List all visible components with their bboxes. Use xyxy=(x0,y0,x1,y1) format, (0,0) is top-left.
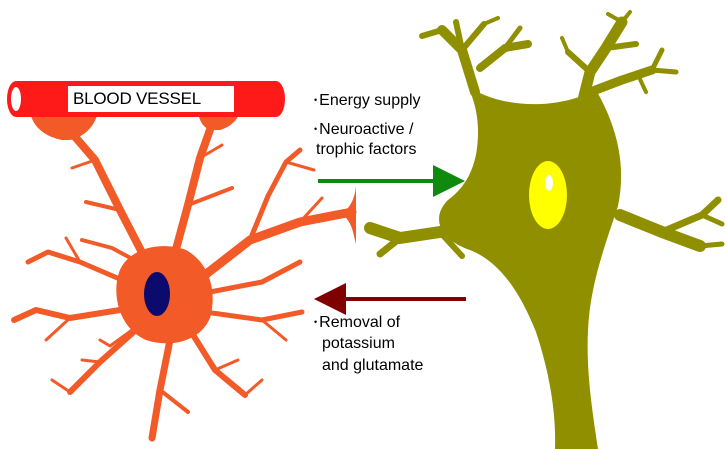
potassium-text: potassium xyxy=(322,336,395,352)
vessel-opening xyxy=(11,87,21,111)
glutamate-text: and glutamate xyxy=(322,358,423,374)
astrocyte-nucleus xyxy=(144,272,170,316)
neuron-nucleus xyxy=(529,161,567,229)
removal-item: •Removal of xyxy=(314,315,400,331)
bullet-icon: • xyxy=(314,124,317,134)
trophic-factors-text: trophic factors xyxy=(316,142,416,158)
neuron-body xyxy=(439,86,621,449)
neuron xyxy=(370,12,722,449)
neuron-nucleolus xyxy=(545,175,553,191)
neuroactive-factors-text: Neuroactive / xyxy=(319,121,413,138)
neuroactive-factors-item: •Neuroactive / xyxy=(314,122,413,138)
energy-supply-item: •Energy supply xyxy=(314,93,421,109)
energy-supply-text: Energy supply xyxy=(319,92,420,109)
neuron-contact-endfoot xyxy=(342,186,356,244)
removal-text: Removal of xyxy=(319,314,400,331)
blood-vessel-label: BLOOD VESSEL xyxy=(73,90,201,107)
bullet-icon: • xyxy=(314,95,317,105)
bullet-icon: • xyxy=(314,317,317,327)
astrocyte xyxy=(14,112,356,438)
